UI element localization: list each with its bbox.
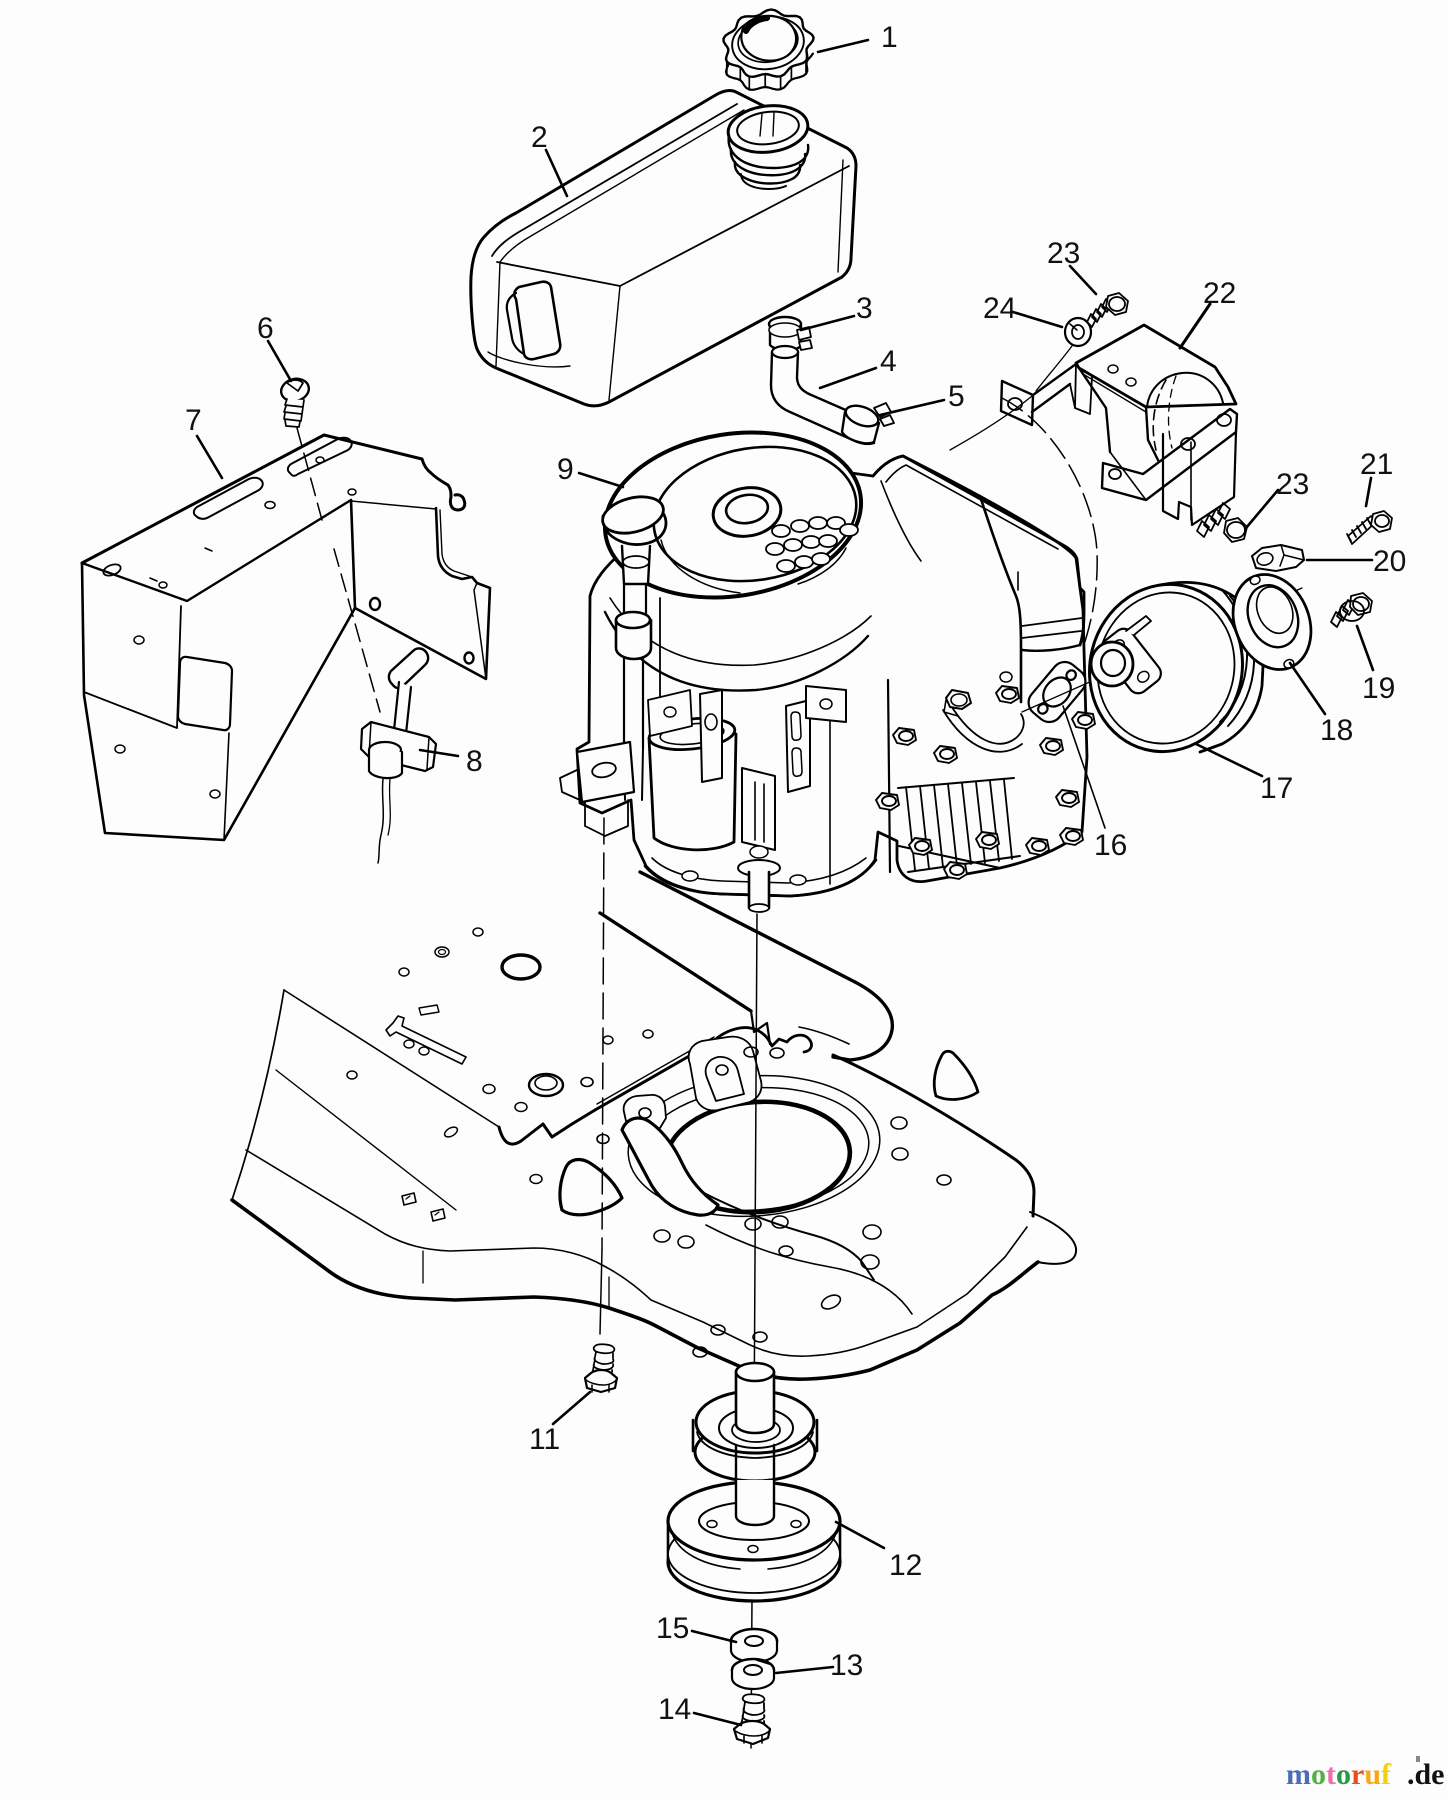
svg-text:15: 15: [656, 1612, 689, 1645]
svg-text:18: 18: [1320, 714, 1353, 747]
svg-text:12: 12: [889, 1549, 922, 1582]
svg-text:19: 19: [1362, 672, 1395, 705]
svg-text:5: 5: [948, 380, 965, 413]
svg-text:13: 13: [830, 1649, 863, 1682]
svg-text:.de: .de: [1407, 1758, 1445, 1791]
svg-text:7: 7: [185, 404, 202, 437]
svg-text:9: 9: [557, 453, 574, 486]
svg-text:6: 6: [257, 312, 274, 345]
svg-text:14: 14: [658, 1693, 691, 1726]
svg-text:21: 21: [1360, 448, 1393, 481]
svg-text:20: 20: [1373, 545, 1406, 578]
svg-text:motoruf: motoruf: [1286, 1758, 1392, 1791]
svg-text:4: 4: [880, 345, 897, 378]
svg-text:2: 2: [531, 121, 548, 154]
svg-text:1: 1: [881, 21, 898, 54]
svg-text:22: 22: [1203, 277, 1236, 310]
svg-text:3: 3: [856, 292, 873, 325]
svg-text:17: 17: [1260, 772, 1293, 805]
svg-text:8: 8: [466, 745, 483, 778]
svg-text:23: 23: [1276, 468, 1309, 501]
svg-text:11: 11: [529, 1423, 560, 1456]
svg-text:24: 24: [983, 292, 1016, 325]
svg-text:16: 16: [1094, 829, 1127, 862]
svg-text:23: 23: [1047, 237, 1080, 270]
